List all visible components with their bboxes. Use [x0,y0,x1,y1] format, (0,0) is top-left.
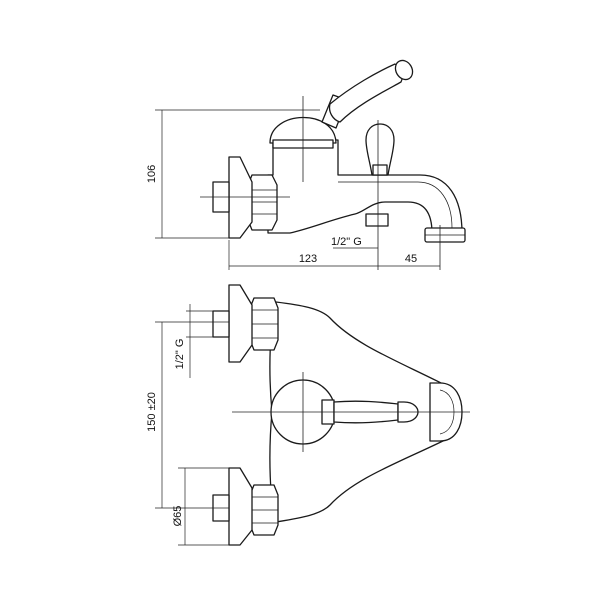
rosette-bottom [228,467,253,546]
wall-pipe-top [212,310,230,338]
rosette-top [228,284,253,363]
dim-thread-side: 1/2" G [331,236,362,248]
dim-45: 45 [405,253,417,265]
rosette-side [228,156,253,239]
dim-diameter: Ø65 [172,506,184,527]
diverter-knob [365,123,395,176]
diverter-stem [372,164,388,176]
front-view: 1/2" G 150 ±20 Ø65 [146,284,470,546]
spout-inner-line [338,181,453,229]
side-view: 106 1/2" G 123 45 [146,59,466,270]
dim-123: 123 [299,253,317,265]
spout-body [267,139,463,234]
lever-handle [321,59,414,129]
dim-106: 106 [146,165,158,183]
dim-150: 150 ±20 [146,392,158,432]
dim-thread-front: 1/2" G [174,339,186,370]
handle-cap [394,59,414,81]
bottom-outlet [365,213,389,227]
handle-porcelain [328,63,403,123]
